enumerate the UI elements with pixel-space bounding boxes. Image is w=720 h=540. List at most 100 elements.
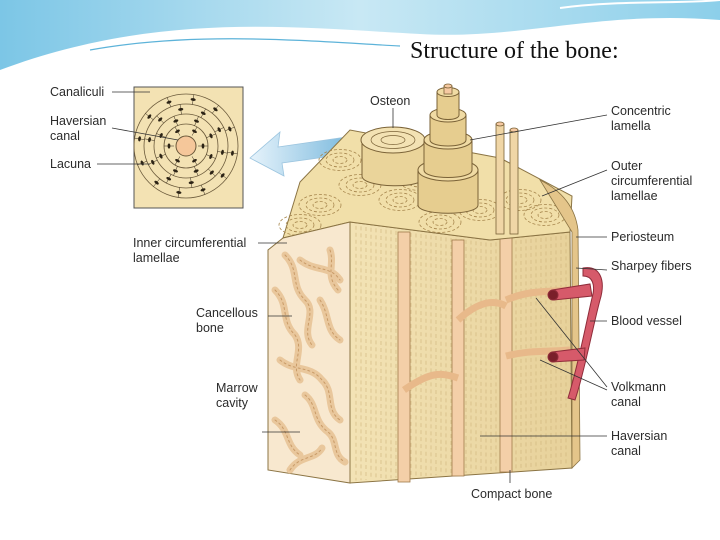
canaliculus-line: [175, 166, 178, 171]
osteon-ring: [432, 218, 448, 226]
osteon-ring: [292, 221, 308, 229]
label-haversian-canal: Haversian canal: [611, 429, 668, 458]
canaliculus-line: [166, 178, 169, 184]
trabecula-edge: [284, 254, 313, 346]
osteon-ring: [465, 202, 495, 218]
canaliculus-line: [214, 129, 220, 133]
trabecula-edge: [319, 299, 341, 341]
canaliculus-line: [212, 109, 216, 114]
canaliculus-line: [225, 128, 230, 132]
osteon-ring: [352, 181, 368, 189]
canaliculus-line: [153, 182, 157, 187]
canaliculus-line: [160, 119, 164, 124]
slide-title: Structure of the bone:: [410, 38, 619, 64]
label-haversian-canal-inset: Haversian canal: [50, 114, 107, 143]
canaliculus-line: [194, 126, 198, 132]
canaliculus-line: [156, 178, 160, 183]
osteon-ring: [530, 207, 560, 223]
canaliculus-line: [144, 138, 150, 140]
blood-vessel: [547, 267, 603, 401]
canaliculus-line: [175, 120, 178, 126]
canaliculus-line: [210, 133, 216, 137]
osteon-ring: [505, 192, 535, 208]
label-compact-bone: Compact bone: [471, 487, 553, 501]
canaliculus-line: [180, 109, 182, 115]
osteon-ring: [345, 177, 375, 193]
label-marrow-cavity: Marrow cavity: [216, 381, 258, 410]
label-concentric-lamella: Concentric lamella: [611, 104, 671, 133]
trabecula-edge: [289, 447, 323, 471]
canaliculus-line: [156, 133, 162, 136]
canaliculus-line: [179, 104, 181, 110]
canaliculus-line: [190, 177, 192, 183]
canaliculus-line: [194, 166, 197, 172]
canaliculus-line: [168, 102, 172, 107]
canaliculus-line: [161, 135, 166, 138]
canaliculus-line: [173, 170, 176, 176]
label-blood-vessel: Blood vessel: [611, 314, 682, 328]
canaliculus-line: [191, 156, 195, 161]
osteon-ring: [285, 217, 315, 233]
canaliculus-line: [227, 152, 233, 154]
haversian-inset: [133, 86, 244, 209]
osteon-ring: [298, 194, 342, 216]
osteon-ring: [425, 214, 455, 230]
inset-haversian-canal: [175, 135, 197, 157]
canaliculus-line: [174, 126, 178, 132]
canaliculus-line: [177, 192, 180, 198]
canaliculus-line: [134, 137, 140, 140]
canaliculus-line: [192, 99, 194, 105]
header-banner: [0, 0, 720, 74]
label-sharpey-fibers: Sharpey fibers: [611, 259, 692, 273]
canaliculus-line: [222, 175, 227, 179]
osteon-ring: [392, 196, 408, 204]
label-lacuna: Lacuna: [50, 157, 92, 171]
osteon-cylinders: [360, 83, 519, 235]
trabecula-edge: [274, 419, 301, 456]
cancellous-region: [267, 221, 351, 484]
canaliculus-line: [156, 115, 161, 120]
osteon-ring: [312, 201, 328, 209]
canaliculus-line: [149, 139, 155, 141]
canaliculus-line: [200, 113, 204, 118]
trabecula: [301, 391, 349, 466]
canaliculus-line: [191, 131, 195, 136]
canaliculus-line: [149, 116, 154, 120]
canaliculus-line: [145, 113, 150, 117]
canaliculus-line: [166, 97, 170, 103]
canaliculus-line: [210, 156, 216, 159]
inset-lacunae: [134, 94, 238, 198]
canaliculus-line: [229, 126, 235, 130]
canaliculus-line: [203, 108, 206, 114]
trabecula-edge: [274, 289, 301, 381]
canaliculus-line: [192, 94, 195, 100]
canaliculus-line: [178, 187, 180, 193]
osteon-ring: [385, 192, 415, 208]
canaliculus-line: [217, 151, 223, 153]
osteon-ring: [332, 156, 348, 164]
label-outer-circumferential-lamellae: Outer circumferential lamellae: [611, 159, 693, 203]
canaliculus-line: [206, 154, 211, 157]
canaliculus-line: [168, 174, 172, 179]
canaliculus-line: [206, 135, 212, 138]
canaliculus-line: [195, 170, 199, 176]
osteon-ring: [325, 152, 355, 168]
label-canaliculi: Canaliculi: [50, 85, 105, 99]
canaliculus-line: [211, 172, 216, 177]
canaliculus-line: [219, 127, 224, 130]
leader-lines: [97, 91, 608, 483]
osteon-ring: [305, 197, 335, 213]
canaliculus-line: [202, 189, 206, 195]
osteon-ring: [537, 211, 553, 219]
canaliculus-line: [142, 160, 147, 164]
canaliculus-line: [174, 160, 178, 166]
canaliculus-line: [232, 152, 238, 155]
canaliculus-line: [139, 138, 145, 140]
label-cancellous-bone: Cancellous bone: [196, 306, 258, 335]
canaliculus-line: [177, 156, 181, 161]
canaliculus-line: [156, 155, 162, 159]
trabecula-edge: [329, 249, 339, 291]
canaliculus-line: [215, 105, 219, 110]
